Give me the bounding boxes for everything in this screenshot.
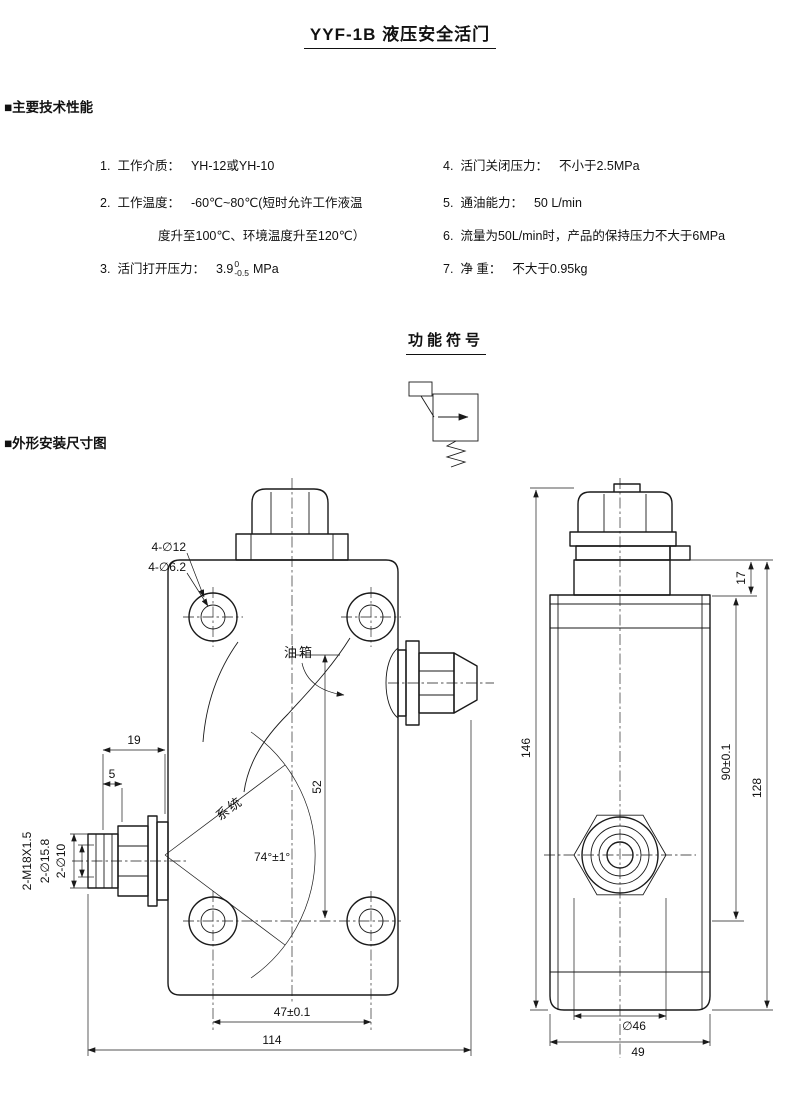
label-dia-10: 2-∅10 [54,843,68,878]
spec-5-label: 通油能力： [460,196,523,210]
spec-item-5: 5. 通油能力： 50 L/min [443,192,582,211]
front-view-dimensions: 4-∅12 4-∅6.2 油箱 系统 74°±1° 19 5 52 2-M18X… [20,540,472,1056]
dim-90: 90±0.1 [719,743,733,780]
spec-1-label: 工作介质： [117,159,180,173]
dim-52: 52 [310,780,324,794]
spec-3-tolerance: 0-0.5 [234,260,249,278]
spec-item-7: 7. 净 重： 不大于0.95kg [443,258,587,277]
spec-1-num: 1. [100,159,111,173]
spec-5-num: 5. [443,196,454,210]
spec-1-value: YH-12或YH-10 [190,159,275,173]
spec-3-unit: MPa [253,262,279,276]
spec-7-label: 净 重： [460,262,502,276]
spec-2-value: -60℃~80℃(短时允许工作液温 [190,196,363,210]
spec-3-tol-upper: 0 [234,259,240,270]
label-oil-tank: 油箱 [284,645,314,660]
title-row: YYF-1B 液压安全活门 [0,20,800,49]
dim-19: 19 [127,733,141,747]
spec-7-num: 7. [443,262,454,276]
spec-item-4: 4. 活门关闭压力： 不小于2.5MPa [443,155,640,174]
spec-6-label: 流量为50L/min时，产品的保持压力不大于6MPa [460,229,726,243]
dim-146: 146 [519,738,533,758]
spec-4-label: 活门关闭压力： [460,159,548,173]
spec-item-2-cont: 度升至100℃、环境温度升至120℃） [158,225,365,244]
section-header-symbol: 功能符号 [406,329,487,355]
label-dia-15-8: 2-∅15.8 [38,838,52,883]
spec-4-value: 不小于2.5MPa [558,159,640,173]
label-holes-inner: 4-∅6.2 [148,560,186,574]
spec-2-num: 2. [100,196,111,210]
side-view [544,478,711,1058]
section-header-outline: ■外形安装尺寸图 [4,436,107,451]
dim-17: 17 [734,571,748,585]
dim-47: 47±0.1 [274,1005,311,1019]
dim-114: 114 [262,1033,281,1047]
spec-5-value: 50 L/min [533,196,582,210]
spec-6-num: 6. [443,229,454,243]
spec-item-2: 2. 工作温度： -60℃~80℃(短时允许工作液温 [100,192,362,211]
label-thread: 2-M18X1.5 [20,831,34,890]
spec-2-label: 工作温度： [117,196,180,210]
front-view [164,478,401,1030]
side-view-dimensions: 17 146 90±0.1 128 ∅46 49 [519,487,773,1059]
section-header-specs: ■主要技术性能 [4,100,94,115]
relief-valve-symbol [408,381,479,468]
label-holes-outer: 4-∅12 [152,540,187,554]
dim-49: 49 [631,1045,645,1059]
label-angle: 74°±1° [254,850,290,864]
spec-7-value: 不大于0.95kg [512,262,588,276]
spec-item-1: 1. 工作介质： YH-12或YH-10 [100,155,274,174]
system-port-fitting [72,815,188,907]
dim-128: 128 [750,778,764,798]
spec-item-6: 6. 流量为50L/min时，产品的保持压力不大于6MPa [443,225,725,244]
tank-port-fitting [385,640,494,726]
dim-5: 5 [109,767,116,781]
spec-3-value: 3.9 [215,262,234,276]
spec-4-num: 4. [443,159,454,173]
spec-3-num: 3. [100,262,111,276]
spec-3-label: 活门打开压力： [117,262,205,276]
spec-2-value-cont: 度升至100℃、环境温度升至120℃） [158,229,366,243]
page-title: YYF-1B 液压安全活门 [303,20,497,49]
dim-dia-46: ∅46 [622,1019,646,1033]
spec-3-tol-lower: -0.5 [234,268,249,278]
